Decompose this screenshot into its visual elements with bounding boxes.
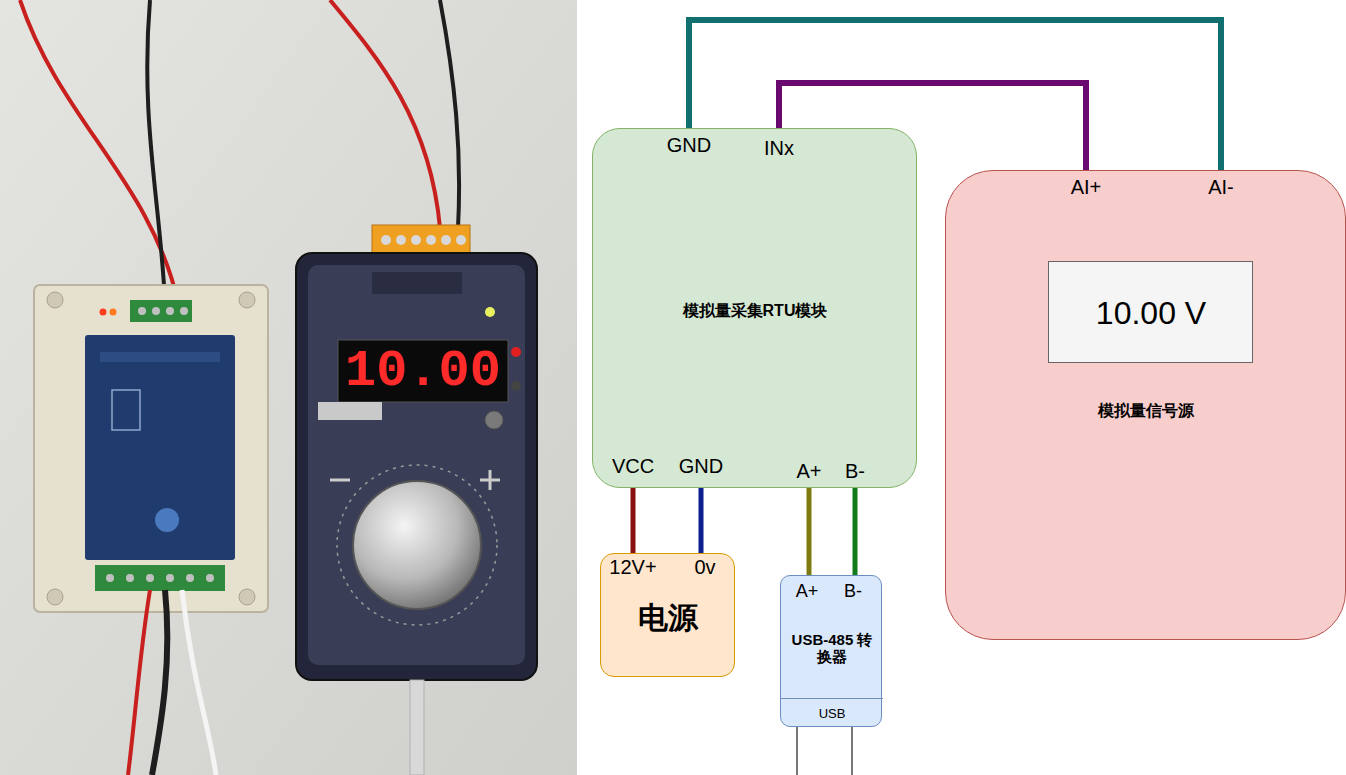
pin-name: GND <box>679 455 723 478</box>
wire <box>699 488 704 553</box>
converter-title: USB-485 转换器 <box>788 631 876 666</box>
signal-source-box: AI+ AI- 模拟量信号源 10.00 V <box>945 170 1346 640</box>
pin-name: A+ <box>796 460 821 483</box>
power-title: 电源 <box>638 601 698 636</box>
usb-converter-box: A+ B- USB-485 转换器 USB <box>780 575 882 727</box>
pin-name: AI- <box>1208 176 1234 199</box>
led-readout: 10.00 <box>345 346 501 398</box>
source-title: 模拟量信号源 <box>1098 402 1194 420</box>
photo-background <box>0 0 577 775</box>
port-name: USB <box>819 707 846 722</box>
black-wire <box>147 0 165 302</box>
rtu-module-photo <box>34 285 268 612</box>
signal-generator-photo <box>296 225 537 680</box>
pin-name: AI+ <box>1071 176 1102 199</box>
cable <box>410 680 424 775</box>
pin-name: 12V+ <box>609 556 656 579</box>
black-wire <box>152 590 167 775</box>
usb-cable <box>797 727 852 775</box>
pin-name: INx <box>764 137 794 160</box>
white-wire <box>182 590 216 775</box>
pin-name: B- <box>845 460 865 483</box>
red-wire <box>128 590 150 775</box>
wire <box>689 20 1221 170</box>
black-wire <box>440 0 459 228</box>
divider-line <box>781 698 883 699</box>
display-value: 10.00 V <box>1096 295 1206 332</box>
wire <box>631 488 636 553</box>
pin-name: GND <box>667 134 711 157</box>
power-supply-box: 12V+ 0v 电源 <box>600 553 735 677</box>
rtu-module-box: GND INx 模拟量采集RTU模块 VCC GND A+ B- <box>592 128 917 488</box>
red-wire <box>20 0 178 302</box>
pin-name: B- <box>844 581 862 602</box>
pin-name: 0v <box>694 556 715 579</box>
red-wire <box>330 0 440 228</box>
module-title: 模拟量采集RTU模块 <box>683 302 828 320</box>
display-box: 10.00 V <box>1048 261 1253 363</box>
pin-name: VCC <box>612 455 654 478</box>
pin-name: A+ <box>796 581 819 602</box>
wire <box>853 488 858 575</box>
wire <box>807 488 812 575</box>
